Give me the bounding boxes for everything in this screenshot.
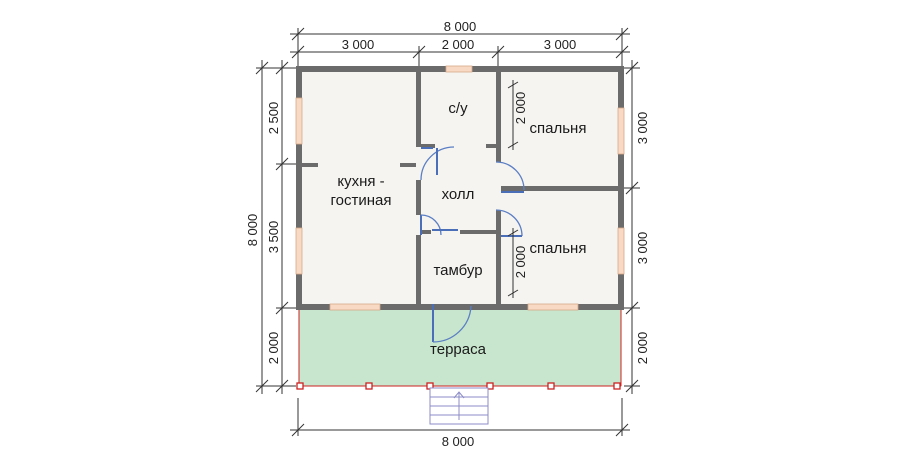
bedroom-top-label: спальня	[530, 120, 587, 137]
top-segment-2: 2 000	[442, 37, 475, 52]
right-dimensions: 3 000 3 000 2 000	[624, 60, 650, 394]
vestibule-label: тамбур	[433, 262, 482, 279]
terrace-post	[296, 382, 304, 390]
window	[295, 97, 303, 145]
inner-dimensions: 2 000 2 000	[507, 80, 528, 298]
left-segment-2: 3 500	[266, 221, 281, 254]
doors	[420, 146, 525, 343]
bathroom-label: с/у	[448, 100, 468, 117]
terrace-post	[613, 382, 621, 390]
top-total-dimension: 8 000	[444, 19, 477, 34]
top-segment-3: 3 000	[544, 37, 577, 52]
right-segment-1: 3 000	[635, 112, 650, 145]
window	[617, 227, 625, 275]
terrace-label: терраса	[430, 341, 487, 358]
left-segment-1: 2 500	[266, 102, 281, 135]
hall-label: холл	[442, 186, 475, 203]
kitchen-label-line2: гостиная	[331, 192, 392, 209]
bottom-total-dimension: 8 000	[442, 434, 475, 449]
terrace-post	[486, 382, 494, 390]
windows	[295, 65, 625, 311]
terrace-post	[547, 382, 555, 390]
right-segment-2: 3 000	[635, 232, 650, 265]
left-dimensions: 8 000 2 500 3 500 2 000	[245, 60, 296, 394]
window	[329, 303, 381, 311]
bedroom-bottom-inner-dimension: 2 000	[513, 246, 528, 279]
left-segment-3: 2 000	[266, 332, 281, 365]
terrace-posts	[296, 382, 621, 390]
bedroom-top-inner-dimension: 2 000	[513, 92, 528, 125]
top-segment-1: 3 000	[342, 37, 375, 52]
left-total-dimension: 8 000	[245, 214, 260, 247]
bottom-dimensions: 8 000	[290, 398, 630, 449]
interior-walls	[302, 72, 618, 305]
window	[445, 65, 473, 73]
bedroom-bottom-label: спальня	[530, 240, 587, 257]
terrace-area	[298, 307, 622, 387]
entrance-stairs	[429, 387, 489, 425]
top-dimensions: 8 000 3 000 2 000 3 000	[290, 19, 630, 66]
right-segment-3: 2 000	[635, 332, 650, 365]
window	[617, 107, 625, 155]
window	[527, 303, 579, 311]
terrace-post	[365, 382, 373, 390]
kitchen-label-line1: кухня -	[337, 173, 384, 190]
window	[295, 227, 303, 275]
